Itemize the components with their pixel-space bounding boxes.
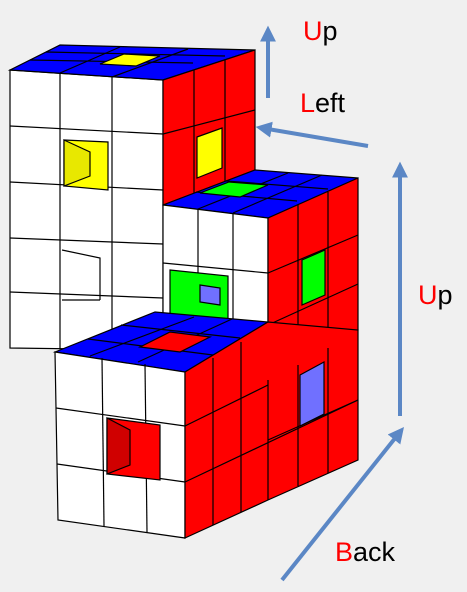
top-cube-front-face xyxy=(10,70,163,350)
label-up-top: Up xyxy=(303,16,338,46)
label-up-right: Up xyxy=(418,280,453,310)
middle-cube-lavender-hole xyxy=(200,285,220,305)
middle-cube-green-hole-right xyxy=(302,250,325,305)
label-left: Left xyxy=(300,88,346,118)
label-back: Back xyxy=(335,537,396,567)
bottom-cube xyxy=(55,312,358,538)
arrow-left xyxy=(262,128,368,146)
